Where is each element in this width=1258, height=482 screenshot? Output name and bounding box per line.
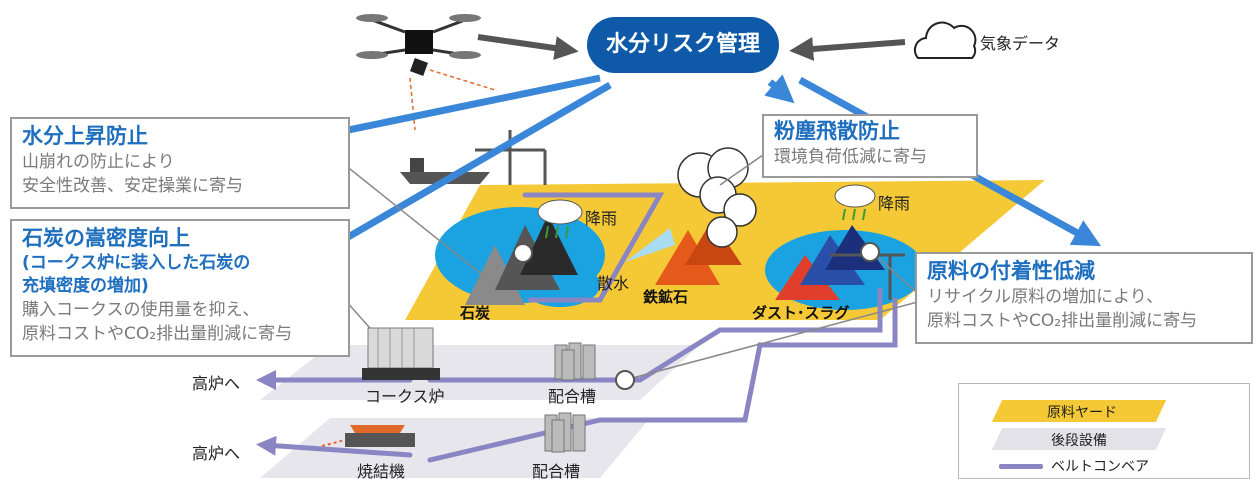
callout-dust xyxy=(719,149,771,186)
moisture-prevention-box: 水分上昇防止 山崩れの防止により 安全性改善、安定操業に寄与 xyxy=(10,117,350,209)
sinter-machine-label: 焼結機 xyxy=(357,462,406,481)
arrow-to-moisture xyxy=(287,74,601,151)
callout-adhesion-2 xyxy=(624,299,926,381)
coal-density-title: 石炭の嵩密度向上 xyxy=(22,226,190,250)
rain-cloud-1 xyxy=(537,199,583,239)
legend-swatch-conveyor xyxy=(999,464,1043,469)
moisture-prevention-title: 水分上昇防止 xyxy=(22,124,148,148)
coal-density-line: 購入コークスの使用量を抑え、 xyxy=(22,300,260,320)
iron-ore-label: 鉄鉱石 xyxy=(643,288,689,306)
sensor-marker-1 xyxy=(513,243,533,263)
sinter-machine-icon xyxy=(321,425,415,447)
moisture-prevention-line: 山崩れの防止により xyxy=(22,152,175,172)
dust-prevention-title: 粉塵飛散防止 xyxy=(774,119,900,143)
blending-tank-2 xyxy=(544,412,586,453)
coal-density-subtitle: (コークス炉に装入した石炭の xyxy=(22,253,251,273)
weather-data-label: 気象データ xyxy=(980,34,1061,53)
dust-cloud xyxy=(677,147,757,248)
to-blast-furnace-label: 高炉へ xyxy=(192,374,241,393)
blending-tank-label: 配合槽 xyxy=(532,462,581,481)
coal-density-box: 石炭の嵩密度向上 (コークス炉に装入した石炭の 充填密度の増加) 購入コークスの… xyxy=(10,219,350,357)
legend-label-conveyor: ベルトコンベア xyxy=(1051,459,1149,475)
coke-oven-icon xyxy=(362,327,440,380)
coal-density-subtitle: 充填密度の増加) xyxy=(22,276,149,296)
callout-moisture xyxy=(344,164,496,286)
sensor-marker-2 xyxy=(860,242,880,262)
legend: 原料ヤード 後段設備 ベルトコンベア xyxy=(958,383,1250,479)
dust-prevention-box: 粉塵飛散防止 環境負荷低減に寄与 xyxy=(762,114,978,178)
coal-label: 石炭 xyxy=(460,304,491,322)
adhesion-reduction-box: 原料の付着性低減 リサイクル原料の増加により、 原料コストやCO₂排出量削減に寄… xyxy=(915,252,1253,344)
coal-pile-3 xyxy=(520,215,578,275)
adhesion-reduction-line: リサイクル原料の増加により、 xyxy=(927,287,1164,307)
water-spray xyxy=(625,228,675,262)
dust-prevention-line: 環境負荷低減に寄与 xyxy=(774,147,927,167)
adhesion-reduction-title: 原料の付着性低減 xyxy=(927,259,1095,283)
water-spray-label: 散水 xyxy=(597,274,630,293)
drone-icon xyxy=(356,14,496,131)
rain-cloud-2 xyxy=(834,184,876,221)
blending-tank-1 xyxy=(554,342,596,381)
rain-label: 降雨 xyxy=(585,209,618,228)
arrow-to-dust xyxy=(764,74,795,104)
adhesion-reduction-line: 原料コストやCO₂排出量削減に寄与 xyxy=(927,311,1198,331)
rain-label: 降雨 xyxy=(878,194,911,213)
cloud-icon xyxy=(913,21,977,59)
legend-label-equipment: 後段設備 xyxy=(1051,433,1107,449)
moisture-risk-management-hub: 水分リスク管理 xyxy=(587,17,779,73)
to-blast-furnace-label: 高炉へ xyxy=(192,444,241,463)
dust-slag-label: ダスト･スラグ xyxy=(752,304,850,322)
legend-label-yard: 原料ヤード xyxy=(1047,405,1117,421)
belt-conveyors xyxy=(256,192,898,463)
blending-tank-label: 配合槽 xyxy=(548,387,597,406)
moisture-prevention-line: 安全性改善、安定操業に寄与 xyxy=(22,176,243,196)
coal-density-line: 原料コストやCO₂排出量削減に寄与 xyxy=(22,324,293,344)
arrow-to-coal xyxy=(289,81,612,272)
sensor-marker-4 xyxy=(615,370,635,390)
iron-ore-pile-1 xyxy=(655,230,720,285)
weather-to-hub-arrow xyxy=(789,37,906,61)
drone-to-hub-arrow xyxy=(477,34,579,60)
coke-oven-label: コークス炉 xyxy=(365,387,445,406)
